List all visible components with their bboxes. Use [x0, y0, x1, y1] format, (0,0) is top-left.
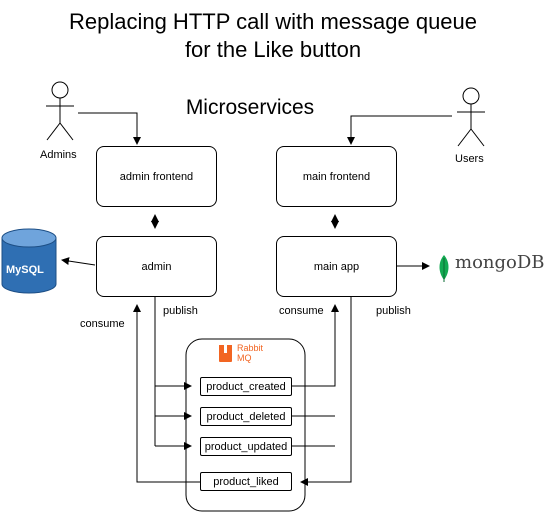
admin-service-box: admin [96, 236, 217, 297]
admins-actor-icon [46, 81, 74, 141]
microservices-label: Microservices [185, 96, 315, 119]
diagram-title-line-1: Replacing HTTP call with message queue [68, 9, 478, 34]
main-frontend-box: main frontend [276, 146, 397, 207]
rabbitmq-logo-text: Rabbit MQ [237, 343, 263, 363]
mysql-logo [1, 228, 57, 294]
rabbitmq-icon [219, 345, 232, 362]
main-app-box: main app [276, 236, 397, 297]
queue-product-created: product_created [200, 377, 292, 396]
queue-product-deleted: product_deleted [200, 407, 292, 426]
publish-label-main: publish [376, 305, 411, 317]
admin-frontend-box: admin frontend [96, 146, 217, 207]
mongodb-logo: mongoDB. [438, 252, 546, 273]
queue-product-updated: product_updated [200, 437, 292, 456]
admins-label: Admins [40, 149, 77, 161]
consume-label-main: consume [279, 305, 324, 317]
mysql-logo-text: MySQL [6, 264, 44, 276]
publish-label-admin: publish [163, 305, 198, 317]
queue-product-liked: product_liked [200, 472, 292, 491]
mongodb-logo-text: mongoDB. [455, 252, 546, 273]
rabbitmq-logo-line-1: Rabbit [237, 343, 264, 353]
users-label: Users [455, 153, 484, 165]
diagram-title-line-2: for the Like button [184, 37, 362, 62]
consume-label-admin: consume [80, 318, 125, 330]
mongodb-leaf-icon [439, 255, 449, 282]
rabbitmq-logo-line-2: MQ [237, 353, 252, 363]
users-actor-icon [457, 87, 485, 147]
